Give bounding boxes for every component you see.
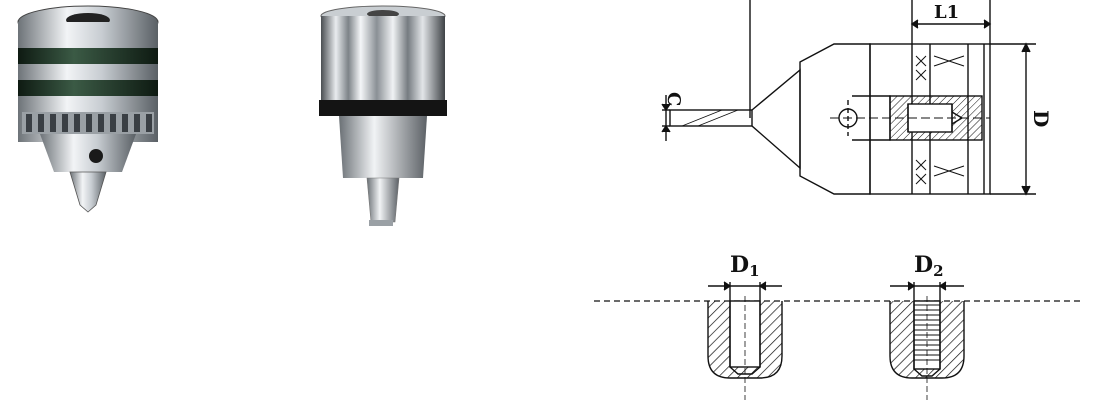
chuck-dimension-drawing: C D L1 D1 D2 bbox=[594, 0, 1080, 400]
keyed-drill-chuck-icon bbox=[17, 5, 159, 213]
technical-drawing: C D L1 D1 D2 bbox=[590, 0, 1098, 400]
label-d1: D1 bbox=[730, 252, 760, 280]
keyed-drill-chuck-photo bbox=[0, 0, 190, 220]
label-d2: D2 bbox=[914, 252, 944, 280]
label-c: C bbox=[663, 92, 684, 106]
label-l1: L1 bbox=[934, 2, 959, 23]
keyless-drill-chuck-photo bbox=[295, 0, 465, 235]
keyless-drill-chuck-icon bbox=[319, 5, 447, 226]
label-d: D bbox=[1029, 110, 1053, 127]
